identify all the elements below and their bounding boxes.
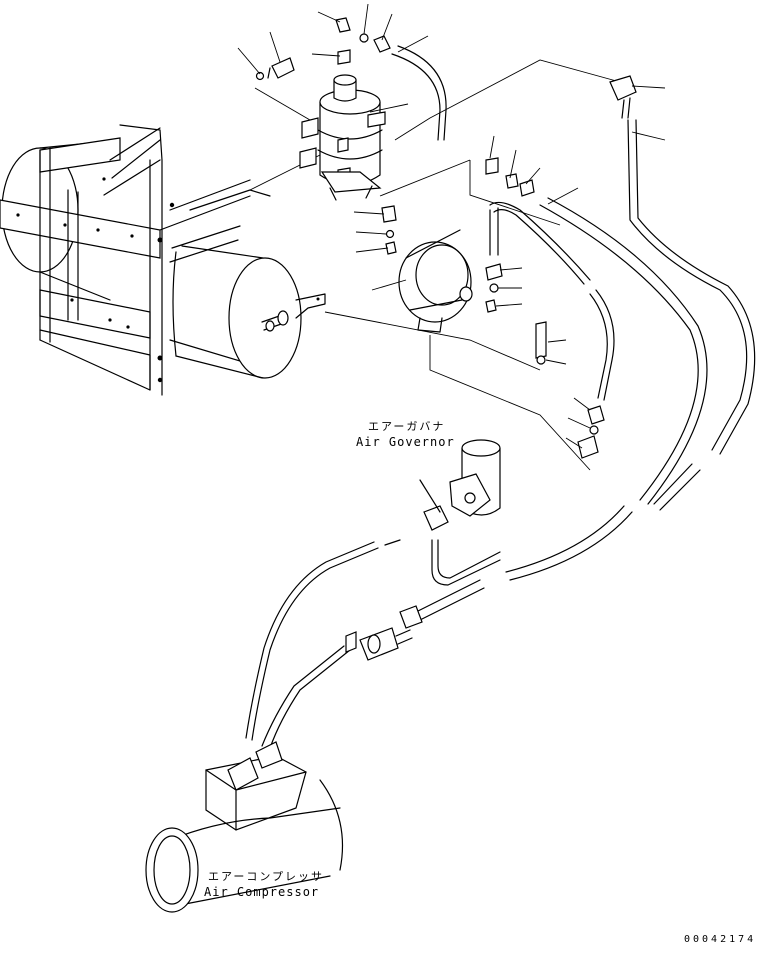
- governor-label-jp: エアーガバナ: [368, 420, 446, 433]
- air-compressor: [145, 741, 344, 913]
- air-dryer: [299, 74, 386, 201]
- compressor-label-en: Air Compressor: [204, 885, 320, 899]
- relay-valve: [381, 157, 547, 365]
- governor-label-en: Air Governor: [356, 435, 455, 449]
- callout-lines: [237, 3, 666, 449]
- drawing-code: 00042174: [684, 934, 757, 945]
- check-valve: [345, 627, 413, 661]
- air-governor: [419, 439, 501, 531]
- fittings-top: [255, 17, 637, 141]
- compressor-label-jp: エアーコンプレッサ: [208, 870, 325, 883]
- fittings-right: [577, 405, 605, 459]
- air-tank-assembly: [0, 124, 326, 396]
- leader-lines: [249, 59, 621, 471]
- hoses: [245, 119, 756, 749]
